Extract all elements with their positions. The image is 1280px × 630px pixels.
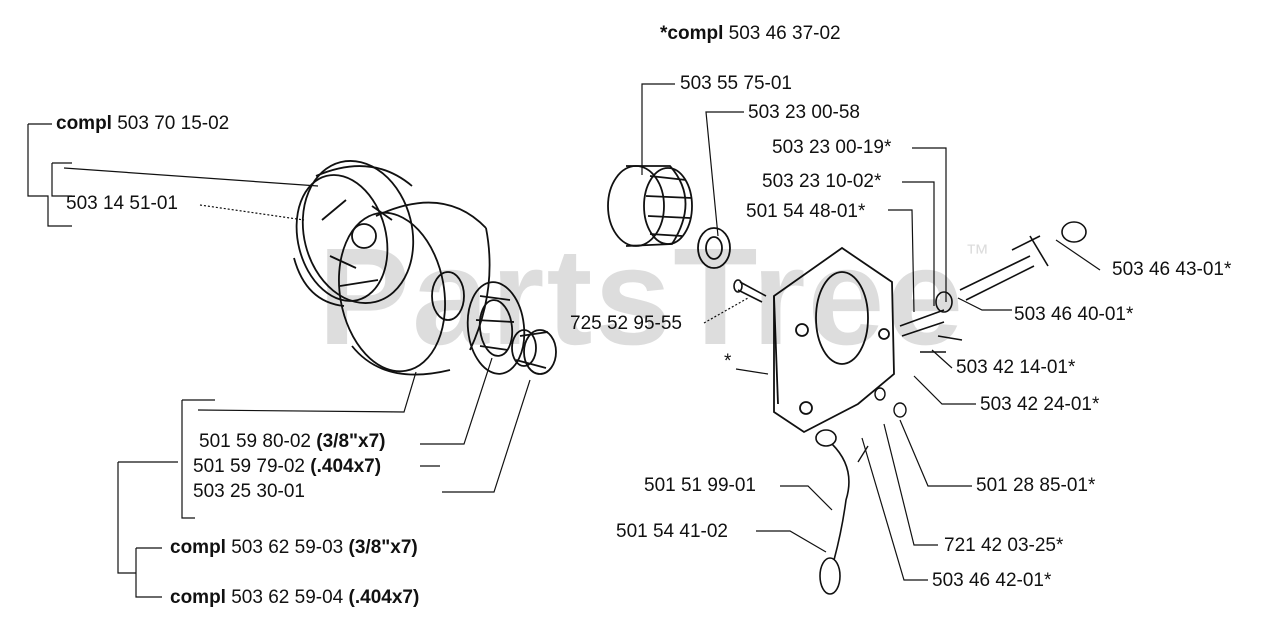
label-drum-compl-38: compl 503 62 59-03 (3/8"x7) [170, 537, 418, 558]
label-part-4642-01: 503 46 42-01* [932, 570, 1052, 591]
label-part-4203-25: 721 42 03-25* [944, 535, 1064, 556]
label-screw: 725 52 95-55 [570, 313, 682, 334]
screw-drawing [733, 279, 767, 303]
label-washer: 503 23 00-58 [748, 102, 860, 123]
label-needle-bearing: 503 25 30-01 [193, 481, 305, 502]
leader-lines-left [27, 123, 531, 598]
label-oil-pump-compl: *compl 503 46 37-02 [660, 23, 841, 44]
label-part-2300-19: 503 23 00-19* [772, 137, 892, 158]
label-part-5448-01: 501 54 48-01* [746, 201, 866, 222]
label-star: * [724, 351, 732, 372]
leader-lines-right [641, 83, 1101, 581]
clutch-shoe-drawing [293, 160, 415, 307]
label-part-4214-01: 503 42 14-01* [956, 357, 1076, 378]
rim-sprocket-drawing [466, 281, 526, 375]
oil-pump-housing-drawing [773, 246, 895, 434]
label-drum-404: 501 59 79-02 (.404x7) [193, 456, 382, 477]
clutch-drum-drawing [338, 201, 491, 376]
label-clutch-compl: compl 503 70 15-02 [56, 113, 230, 134]
label-clutch-shoe: 503 14 51-01 [66, 193, 178, 214]
label-part-4640-01: 503 46 40-01* [1014, 304, 1134, 325]
washer-drawing [697, 227, 731, 269]
label-part-4224-01: 503 42 24-01* [980, 394, 1100, 415]
oil-hose-drawing [815, 429, 850, 595]
plunger-drawing [899, 221, 1087, 337]
watermark: PartsTree™ [318, 220, 992, 374]
label-drum-38: 501 59 80-02 (3/8"x7) [199, 431, 386, 452]
label-oil-filter: 501 54 41-02 [616, 521, 728, 542]
label-part-4643-01: 503 46 43-01* [1112, 259, 1232, 280]
worm-gear-drawing [607, 165, 693, 247]
label-drum-compl-404: compl 503 62 59-04 (.404x7) [170, 587, 420, 608]
small-pins-drawing [857, 335, 963, 463]
needle-bearing-drawing [511, 329, 557, 375]
label-part-2310-02: 503 23 10-02* [762, 171, 882, 192]
label-oil-hose: 501 51 99-01 [644, 475, 756, 496]
label-part-2885-01: 501 28 85-01* [976, 475, 1096, 496]
label-worm-gear: 503 55 75-01 [680, 73, 792, 94]
